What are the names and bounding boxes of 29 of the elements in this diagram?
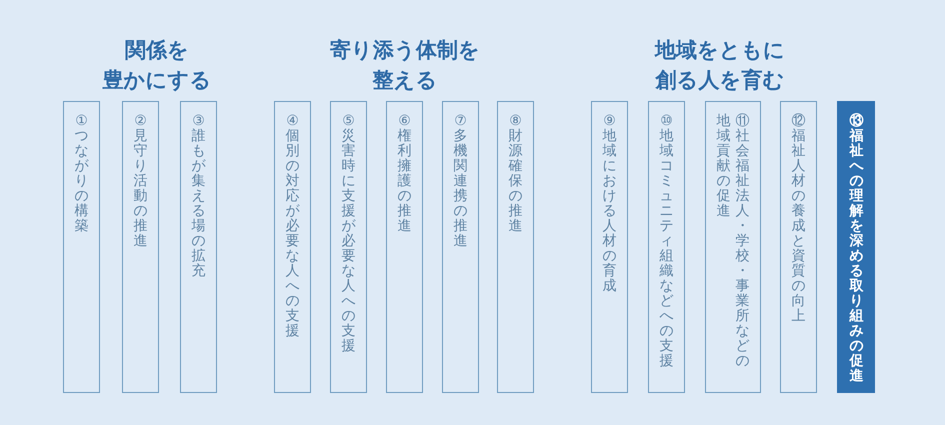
group-heading: 地域をともに創る人を育む	[655, 37, 785, 94]
item-text: ③誰もが集える場の拡充	[191, 114, 206, 279]
item-box	[497, 101, 534, 393]
item-box	[330, 101, 367, 393]
item-text: ⑦多機関連携の推進	[453, 114, 468, 249]
item-text: ⑩地域コミュニティ組織などへの支援	[659, 114, 674, 369]
item-text: ②見守り活動の推進	[133, 114, 148, 249]
item-box	[442, 101, 479, 393]
item-box	[386, 101, 423, 393]
item-text: ⑨地域における人材の育成	[602, 114, 617, 294]
highlighted-item-box	[837, 101, 875, 393]
group-heading: 寄り添う体制を整える	[330, 37, 480, 94]
item-text: ⑪社会福祉法人・学校・事業所などの地域貢献の促進	[716, 114, 750, 370]
item-box	[705, 101, 761, 393]
item-text: ⑥権利擁護の推進	[397, 114, 412, 234]
item-text: ⑬福祉への理解を深める取り組みの促進	[849, 114, 864, 384]
item-box	[780, 101, 817, 393]
item-box	[591, 101, 628, 393]
item-box	[63, 101, 100, 393]
item-box	[122, 101, 159, 393]
item-box	[274, 101, 311, 393]
item-text: ①つながりの構築	[74, 114, 89, 234]
item-text: ⑫福祉人材の養成と資質の向上	[791, 114, 806, 324]
item-text: ④個別の対応が必要な人への支援	[285, 114, 300, 339]
item-text: ⑧財源確保の推進	[508, 114, 523, 234]
item-box	[180, 101, 217, 393]
group-heading: 関係を豊かにする	[102, 37, 212, 94]
item-text: ⑤災害時に支援が必要な人への支援	[341, 114, 356, 354]
item-box	[648, 101, 685, 393]
